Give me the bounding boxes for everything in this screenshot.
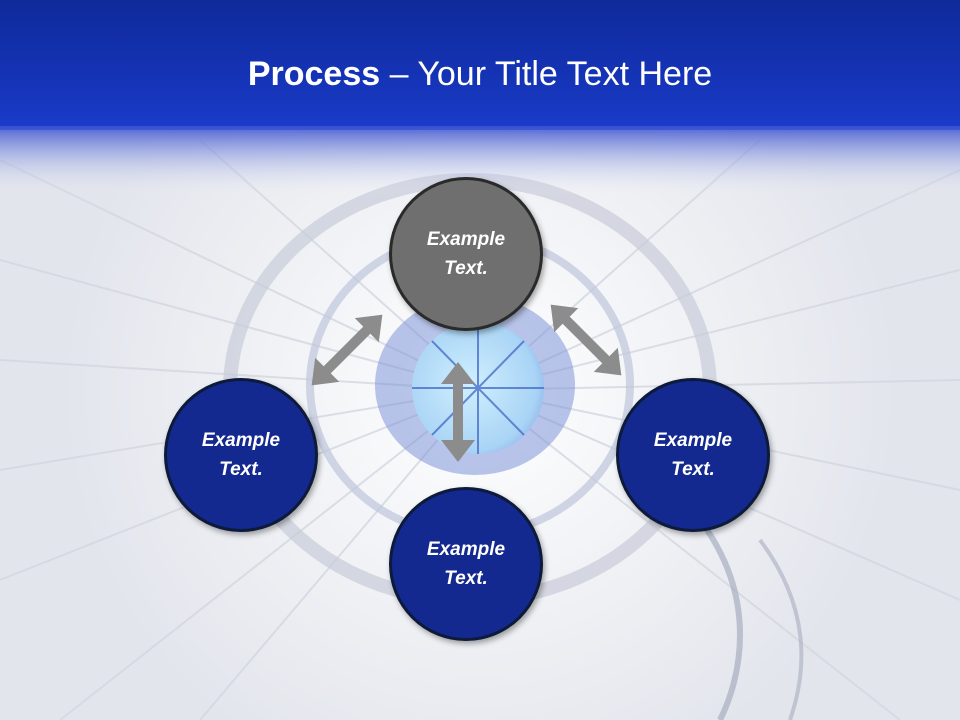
node-right-line1: Example (653, 430, 733, 451)
node-bottom-line2: Text. (444, 568, 488, 589)
node-left[interactable]: Example Text. (164, 378, 318, 532)
double-arrow-center (441, 362, 475, 462)
title-bold: Process (247, 55, 381, 93)
node-top[interactable]: Example Text. (389, 177, 543, 331)
title-bar (0, 0, 960, 130)
node-top-line1: Example (426, 229, 506, 250)
node-top-line2: Text. (444, 258, 488, 279)
page-title: Process – Your Title Text Here (0, 52, 960, 96)
node-left-line1: Example (201, 430, 281, 451)
node-bottom[interactable]: Example Text. (389, 487, 543, 641)
node-bottom-line1: Example (426, 539, 506, 560)
node-left-line2: Text. (219, 459, 263, 480)
double-arrow-left (311, 314, 383, 386)
title-rest: – Your Title Text Here (380, 55, 713, 93)
double-arrow-right (550, 304, 622, 376)
node-right[interactable]: Example Text. (616, 378, 770, 532)
node-right-line2: Text. (671, 459, 715, 480)
